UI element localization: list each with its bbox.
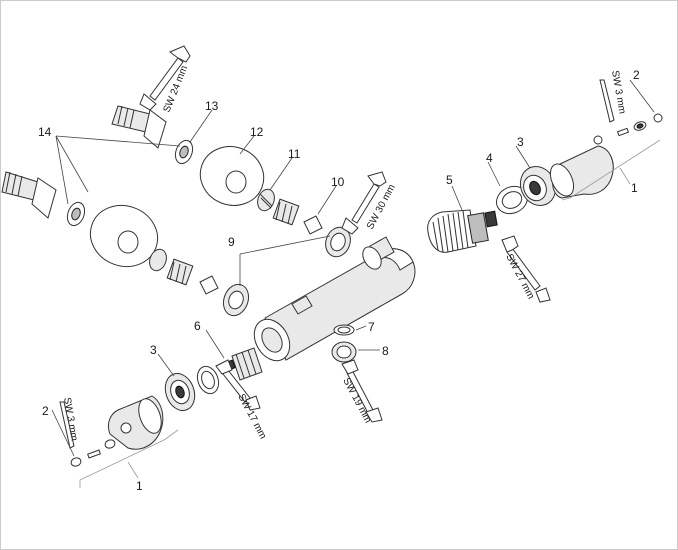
lock-nut-bottom bbox=[164, 373, 196, 411]
wrench-sw24 bbox=[139, 45, 191, 111]
part-label-8: 8 bbox=[382, 344, 389, 358]
part-label-3-bottom: 3 bbox=[150, 343, 157, 357]
wrench-sw30 bbox=[341, 171, 387, 235]
set-screw-top bbox=[616, 113, 663, 137]
lock-nut-top bbox=[519, 166, 557, 206]
part-label-2-bottom: 2 bbox=[42, 404, 49, 418]
leader-lines bbox=[51, 79, 655, 457]
elbow-fitting-13 bbox=[111, 105, 194, 165]
filter-left bbox=[149, 248, 167, 272]
union-nut-9-bottom bbox=[222, 283, 250, 317]
part-label-1-bottom: 1 bbox=[136, 479, 143, 493]
outlet-nipple-8 bbox=[331, 341, 357, 363]
part-label-12: 12 bbox=[250, 125, 264, 139]
elbow-fitting-14 bbox=[1, 171, 86, 227]
allen-key-bottom bbox=[59, 401, 75, 449]
wrench-sw27 bbox=[501, 235, 551, 303]
check-valve-10 bbox=[272, 198, 323, 235]
ring-seal-bottom bbox=[196, 365, 220, 395]
union-nut-9-top bbox=[325, 226, 351, 258]
part-label-3-top: 3 bbox=[517, 135, 524, 149]
ring-seal-top bbox=[495, 185, 529, 215]
part-label-5: 5 bbox=[446, 173, 453, 187]
handle-bottom bbox=[107, 395, 164, 450]
part-label-4: 4 bbox=[486, 151, 493, 165]
thermostat-body bbox=[253, 236, 416, 362]
part-label-11: 11 bbox=[288, 147, 301, 161]
wrench-sw17 bbox=[215, 359, 261, 411]
allen-key-top bbox=[599, 79, 615, 123]
part-label-7: 7 bbox=[368, 320, 375, 334]
part-label-1-top: 1 bbox=[631, 181, 638, 195]
part-label-9: 9 bbox=[228, 235, 235, 249]
part-label-6: 6 bbox=[194, 319, 201, 333]
thermostatic-cartridge bbox=[427, 209, 498, 253]
handle-top bbox=[549, 135, 614, 199]
cover-rosette-14 bbox=[89, 205, 159, 267]
part-label-14: 14 bbox=[38, 125, 52, 139]
part-label-10: 10 bbox=[331, 175, 345, 189]
wrench-sw19 bbox=[341, 359, 383, 423]
cover-rosette-12 bbox=[199, 146, 265, 206]
bracket-lines bbox=[79, 139, 661, 488]
part-label-2-top: 2 bbox=[633, 68, 640, 82]
check-valve-left bbox=[166, 258, 219, 295]
part-label-13: 13 bbox=[205, 99, 219, 113]
o-ring-7 bbox=[333, 324, 355, 336]
set-screw-bottom bbox=[70, 439, 116, 467]
tool-label-sw3-top: SW 3 mm bbox=[609, 70, 627, 115]
